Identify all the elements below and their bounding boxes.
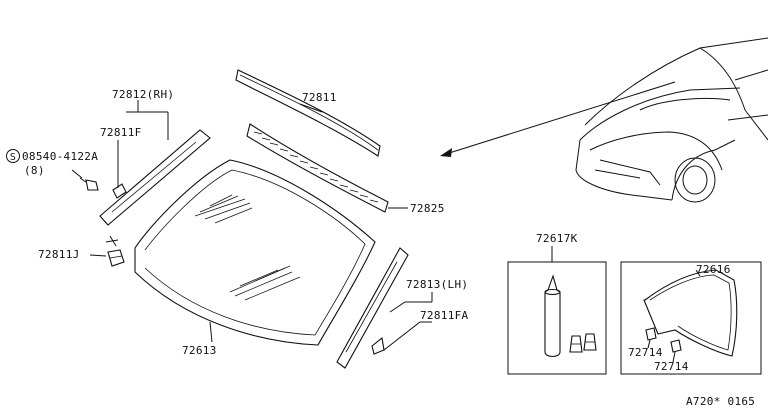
label-72714-a: 72714 <box>628 346 663 359</box>
bolt-part <box>79 177 99 191</box>
side-molding-rh <box>99 129 211 226</box>
label-72613: 72613 <box>182 344 217 357</box>
car-illustration <box>575 37 768 203</box>
label-72617K: 72617K <box>536 232 578 245</box>
arrow-indicator <box>440 81 676 157</box>
label-72616: 72616 <box>696 263 731 276</box>
leader-lines <box>71 100 433 351</box>
label-72811FA: 72811FA <box>420 309 469 322</box>
bolt-symbol: S <box>6 149 20 163</box>
windshield-glass <box>134 159 376 346</box>
clip-part <box>107 249 125 267</box>
label-72813: 72813(LH) <box>406 278 468 291</box>
bolt-symbol-text: S <box>10 152 16 163</box>
label-72811F: 72811F <box>100 126 142 139</box>
side-molding-lh <box>336 247 409 369</box>
sealant-kit-box <box>507 246 607 375</box>
label-72714-b: 72714 <box>654 360 689 373</box>
label-bolt-quantity: (8) <box>24 164 45 177</box>
label-72811J: 72811J <box>38 248 80 261</box>
label-72825: 72825 <box>410 202 445 215</box>
label-72811: 72811 <box>302 91 337 104</box>
diagram-code: A720* 0165 <box>686 395 755 408</box>
label-72812: 72812(RH) <box>112 88 174 101</box>
label-bolt-part-number: 08540-4122A <box>22 150 98 163</box>
retainer-strip <box>246 123 389 213</box>
upper-molding <box>235 69 381 157</box>
weatherstrip-box <box>620 261 762 375</box>
